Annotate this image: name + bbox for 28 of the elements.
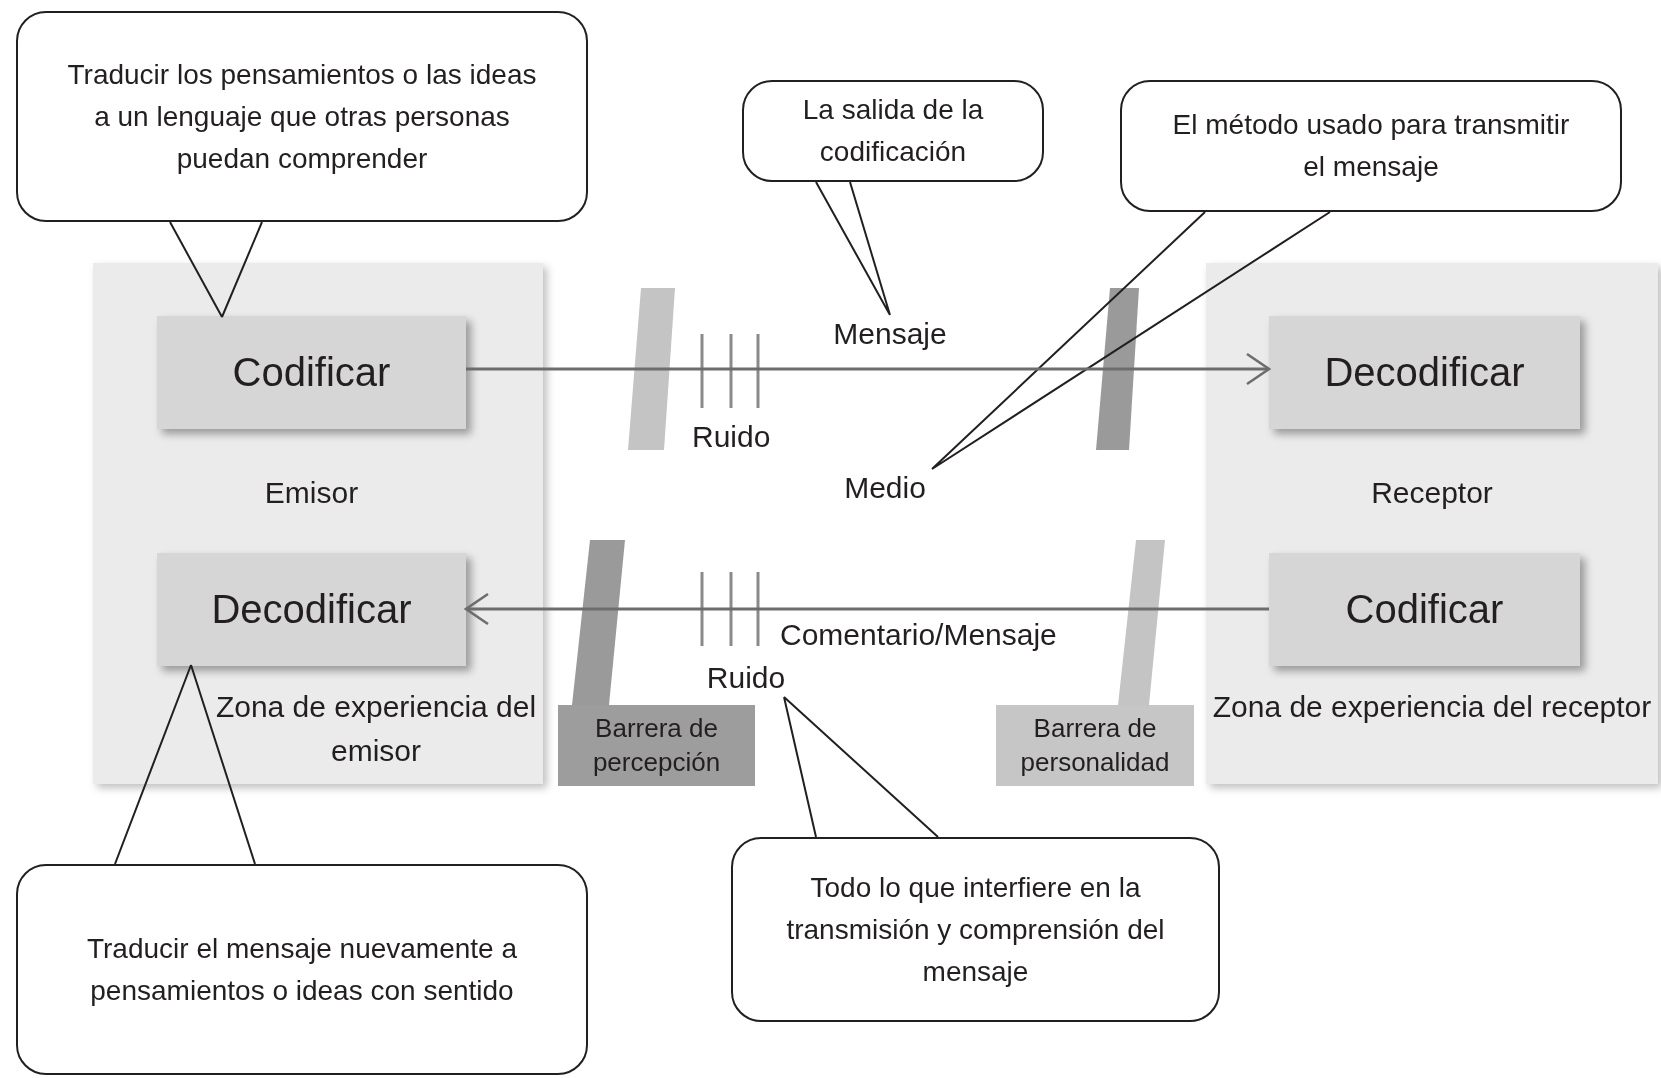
speech-bubble: La salida de la codificación xyxy=(742,80,1044,182)
process-box: Codificar xyxy=(157,316,466,429)
process-box: Codificar xyxy=(1269,553,1580,666)
text-label: Ruido xyxy=(700,658,792,698)
callout-pointer xyxy=(169,221,263,318)
barrier-label: Barrera de percepción xyxy=(558,705,755,786)
speech-bubble: El método usado para transmitir el mensaje xyxy=(1120,80,1622,212)
callout-pointer xyxy=(114,664,256,865)
speech-bubble: Todo lo que interfiere en la transmisión y comprensión del mensaje xyxy=(731,837,1220,1022)
zone-title: Emisor xyxy=(263,475,360,511)
callout-pointer xyxy=(783,696,939,838)
callout-pointer xyxy=(815,181,891,316)
zone-panel xyxy=(1206,263,1658,784)
speech-bubble: Traducir los pensamientos o las ideas a un lenguaje que otras personas puedan comprender xyxy=(16,11,588,222)
barrier-label: Barrera de personalidad xyxy=(996,705,1194,786)
zone-title: Receptor xyxy=(1370,475,1494,511)
arrow xyxy=(464,592,1269,626)
text-label: Ruido xyxy=(692,420,771,454)
process-box: Decodificar xyxy=(157,553,466,666)
zone-caption: Zona de experiencia del emisor xyxy=(214,689,538,769)
speech-bubble: Traducir el mensaje nuevamente a pensamientos o ideas con sentido xyxy=(16,864,588,1075)
zone-caption: Zona de experiencia del receptor xyxy=(1211,689,1653,725)
arrow xyxy=(466,352,1271,386)
text-label: Medio xyxy=(830,468,940,508)
text-label: Mensaje xyxy=(820,314,960,354)
zone-panel xyxy=(93,263,543,784)
callout-pointer xyxy=(931,211,1331,470)
process-box: Decodificar xyxy=(1269,316,1580,429)
